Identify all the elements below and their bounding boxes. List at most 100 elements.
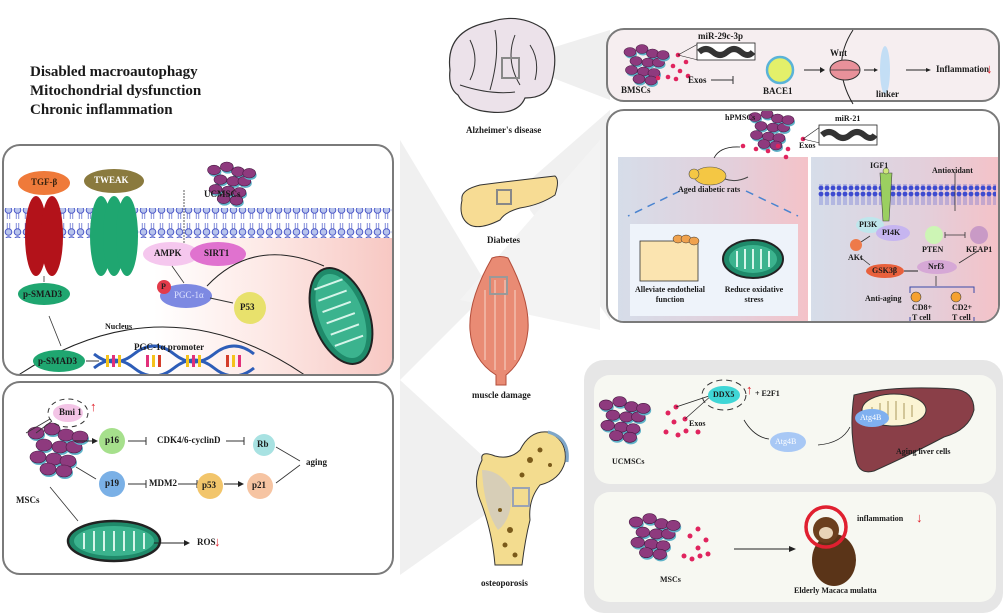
mdm2-label: MDM2 <box>149 478 177 488</box>
arrowhead <box>789 546 796 552</box>
atg4b-liver-label: Atg4B <box>860 413 882 422</box>
stem-cell <box>612 396 627 407</box>
bace1-label: BACE1 <box>763 86 793 96</box>
stem-cell <box>760 111 774 119</box>
tgfb-receptor-left <box>25 196 47 276</box>
atg4b-to-liver-arrow <box>817 426 851 446</box>
effect-oxidative-line2: stress <box>744 295 764 304</box>
exosome-dots <box>681 526 711 562</box>
cd8-line2: T cell <box>912 313 931 322</box>
psmad3-nuc-label: p-SMAD3 <box>38 356 78 366</box>
bmi1-dashed-ring <box>47 398 89 428</box>
cd8-label: CD8+T cell <box>912 303 932 322</box>
mirna-label: miR-21 <box>835 114 861 123</box>
stem-cell <box>29 450 47 464</box>
bmscs-cluster <box>623 44 670 87</box>
gsk3b-label: GSK3β <box>872 266 898 275</box>
pi4k-label: PI4K <box>882 228 901 237</box>
akt-inhibits-gsk3b <box>859 256 871 266</box>
panel-diabetes: hPMSCs miR-21 Exos Aged diabetic rats Al… <box>606 109 1000 323</box>
liver-icon <box>851 387 975 473</box>
ampk-to-pgc1a-arrow <box>171 265 185 284</box>
stem-cell <box>600 420 615 431</box>
p53-label: p53 <box>202 480 217 490</box>
bmi1-node <box>53 404 83 422</box>
ddx5-dashed-ring <box>701 379 747 411</box>
mscs-label: MSCs <box>660 575 681 584</box>
stem-cell <box>71 430 89 444</box>
signaling-subpanel-bg <box>811 157 998 321</box>
ddx5-label: DDX5 <box>713 390 735 399</box>
psmad3-nuc-node <box>33 350 85 372</box>
stem-cell <box>757 139 771 149</box>
effect-endothelial-line1: Alleviate endothelial <box>635 285 705 294</box>
ucmscs-cluster <box>598 396 652 445</box>
endothelium-icon <box>639 234 700 282</box>
stem-cell <box>630 537 645 548</box>
hpmscs-cluster <box>748 111 795 152</box>
tcell-bracket <box>909 286 975 321</box>
stem-cell <box>625 65 638 75</box>
beam-bone <box>400 380 520 575</box>
callout-line <box>675 394 713 408</box>
sirt1-label: SIRT1 <box>204 248 230 258</box>
stem-cell <box>646 48 659 59</box>
stem-cell <box>750 130 763 140</box>
cd2-label: CD2+T cell <box>952 303 972 321</box>
tweak-ligand <box>84 169 144 193</box>
akt-node <box>850 239 862 251</box>
stem-cell <box>216 193 231 204</box>
nrf3-node <box>917 260 957 274</box>
phospho-label: P <box>161 282 166 291</box>
mscs-label: MSCs <box>16 495 40 505</box>
nrf3-label: Nrf3 <box>928 262 944 271</box>
effect-endothelial-line2: function <box>655 295 685 304</box>
ddx5-node <box>708 386 740 404</box>
stem-cell <box>652 548 667 560</box>
beam-muscle <box>400 140 490 380</box>
macaque-diagram <box>628 505 856 586</box>
p21-to-aging-line <box>275 464 301 484</box>
cell-membrane <box>4 208 392 238</box>
stem-cell <box>649 528 664 540</box>
alzheimer-diagram <box>623 29 931 105</box>
macaque-inflammation-label: inflammation <box>857 514 904 523</box>
mirna-label: miR-29c-3p <box>698 31 743 41</box>
panel-macaque: MSCs Elderly Macaca mulatta inflammation… <box>594 492 996 602</box>
pancreas-icon <box>460 175 558 228</box>
bace1-node <box>765 55 795 85</box>
rat-icon <box>688 166 749 186</box>
p16-node <box>99 428 125 454</box>
stem-cell <box>632 74 646 84</box>
ddx5-up-arrow-icon: ↑ <box>746 382 753 397</box>
stem-cell <box>635 44 649 54</box>
stem-cell <box>208 184 223 195</box>
e2f1-label: + E2F1 <box>755 389 780 398</box>
panel-msc-aging: Bmi 1 ↑ MSCs p16 CDK4/6-cyclinD Rb p19 M… <box>2 381 394 575</box>
p19-node <box>99 471 125 497</box>
psmad3-cyto-label: p-SMAD3 <box>23 289 63 299</box>
stem-cell <box>628 516 644 528</box>
arrowhead <box>874 68 878 72</box>
stem-cell <box>622 431 637 443</box>
stem-cell <box>635 526 650 538</box>
ros-label: ROS <box>197 537 216 547</box>
stem-cell <box>220 161 234 172</box>
tweak-label: TWEAK <box>94 175 129 185</box>
ucmscs-label: UCMSCs <box>204 189 241 199</box>
rat-model-label: Aged diabetic rats <box>678 185 741 194</box>
inflammation-down-arrow-icon: ↓ <box>986 61 993 76</box>
stem-cell <box>644 75 658 86</box>
stem-cell <box>609 430 624 441</box>
femur-icon <box>476 430 569 566</box>
stem-cell <box>623 47 637 57</box>
psmad3-translocation-arrow <box>48 315 62 347</box>
pgc1a-label: PGC-1α <box>174 290 204 300</box>
atg4b-node <box>770 432 806 452</box>
organ-label-muscle: muscle damage <box>472 390 531 400</box>
linker-node <box>880 46 890 94</box>
liver-diagram <box>598 379 975 473</box>
mscs-to-bmi1-line-a <box>25 418 51 434</box>
stem-cell <box>39 462 57 476</box>
